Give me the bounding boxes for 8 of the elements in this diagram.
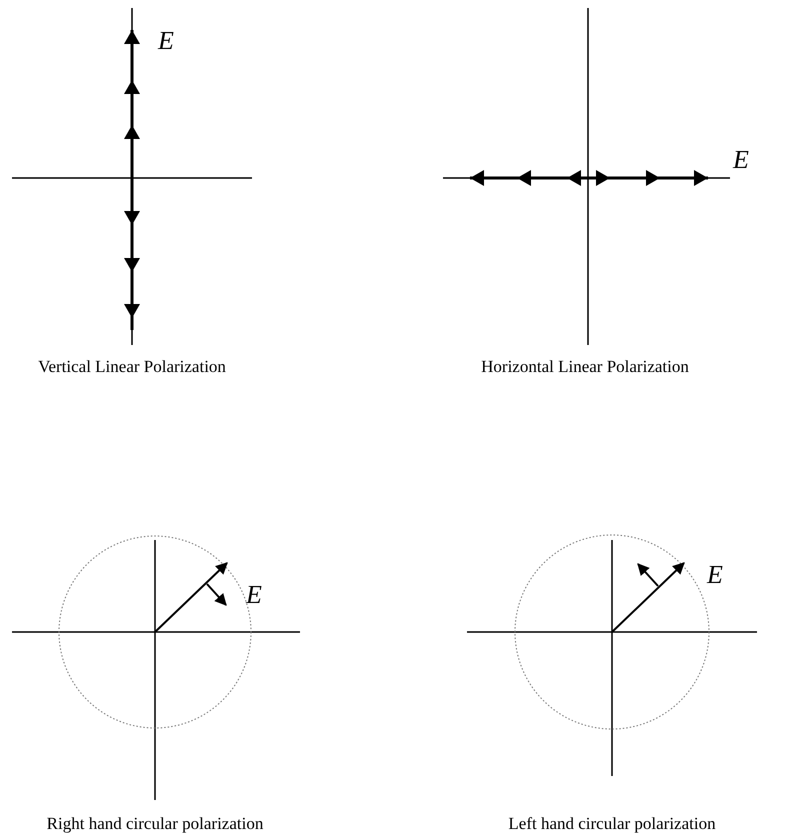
caption: Left hand circular polarization — [508, 815, 716, 832]
caption: Horizontal Linear Polarization — [481, 358, 689, 375]
caption: Right hand circular polarization — [46, 815, 264, 832]
field-symbol: E — [246, 582, 262, 608]
field-symbol: E — [158, 28, 174, 54]
field-symbol: E — [707, 562, 723, 588]
field-symbol: E — [733, 147, 749, 173]
caption: Vertical Linear Polarization — [38, 358, 226, 375]
